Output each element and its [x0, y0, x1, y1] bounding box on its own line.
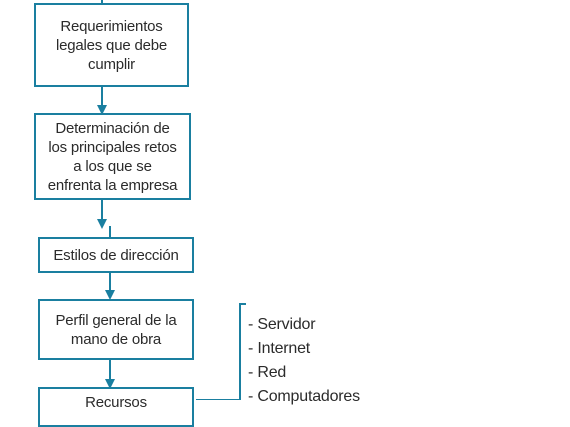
box-2-line-1: Determinación de	[55, 119, 170, 137]
box-5-line-1: Recursos	[85, 394, 147, 411]
resources-list: - Servidor - Internet - Red - Computador…	[248, 313, 360, 409]
flow-box-estilos: Estilos de dirección	[38, 237, 194, 273]
box-1-line-3: cumplir	[88, 55, 135, 73]
resource-item-servidor: - Servidor	[248, 316, 316, 333]
resource-item-red: - Red	[248, 364, 287, 381]
box-4-line-1: Perfil general de la	[55, 311, 177, 329]
flow-box-perfil: Perfil general de la mano de obra	[38, 299, 194, 360]
box-2-line-2: los principales retos	[48, 138, 177, 156]
flow-box-requerimientos: Requerimientos legales que debe cumplir	[34, 3, 189, 87]
box-2-line-4: enfrenta la empresa	[47, 176, 178, 194]
flow-box-retos: Determinación de los principales retos a…	[34, 113, 191, 200]
box-2-line-3: a los que se	[73, 157, 152, 175]
box-1-line-1: Requerimientos	[60, 17, 163, 35]
connectors	[97, 0, 246, 400]
resource-item-internet: - Internet	[248, 340, 311, 357]
resource-item-computadores: - Computadores	[248, 388, 360, 405]
flow-box-recursos: Recursos	[38, 387, 194, 427]
box-1-line-2: legales que debe	[55, 36, 168, 54]
box-3-line-1: Estilos de dirección	[53, 246, 179, 264]
box-4-line-2: mano de obra	[70, 330, 162, 348]
bracket	[239, 303, 246, 400]
